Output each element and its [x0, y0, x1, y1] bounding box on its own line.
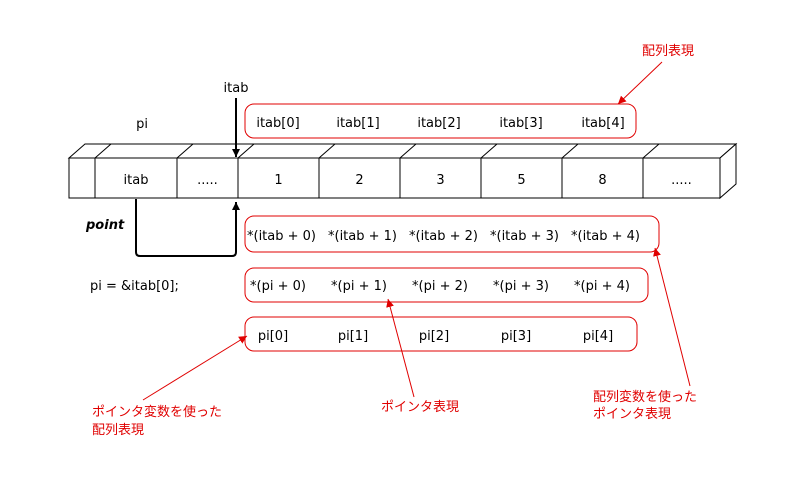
pi-ptr-expr-item: *(pi + 0) [250, 279, 306, 294]
pi-ptr-expr-item: *(pi + 1) [331, 279, 387, 294]
pi-array-expr-row: pi[0] pi[1] pi[2] pi[3] pi[4] [258, 329, 613, 344]
array-cell-top-divider [399, 143, 417, 159]
array-side-face [719, 142, 737, 200]
array-front-face [68, 157, 721, 199]
array-expr-item: itab[2] [417, 116, 460, 131]
array-cell-dividers [94, 143, 660, 198]
array-cell-top-divider [237, 143, 255, 159]
array-cell-values: itab..... 1 2 3 5 8..... [124, 173, 692, 188]
array-cell-value: 5 [517, 173, 525, 188]
array-cell-top-divider [480, 143, 498, 159]
array-cell-value: itab [124, 173, 149, 188]
array-expr-item: itab[0] [256, 116, 299, 131]
array-cell-top-divider [561, 143, 579, 159]
array-cell-value: 1 [274, 173, 282, 188]
array-expr-item: itab[3] [499, 116, 542, 131]
pi-ptr-expr-row: *(pi + 0) *(pi + 1) *(pi + 2) *(pi + 3) *(pi… [250, 279, 630, 294]
itab-ptr-expr-row: *(itab + 0) *(itab + 1) *(itab + 2) *(itab … [247, 229, 640, 244]
array-notation-arrow [617, 61, 663, 105]
pi-label: pi [136, 117, 148, 132]
pi-array-expr-item: pi[2] [419, 329, 449, 344]
itab-ptr-expr-item: *(itab + 4) [571, 229, 640, 244]
point-label: point [85, 218, 125, 233]
array-cell-top-divider [94, 143, 112, 159]
itab-ptr-expr-item: *(itab + 3) [490, 229, 559, 244]
point-pointer-line [135, 199, 240, 257]
pi-array-expr-item: pi[4] [583, 329, 613, 344]
pi-ptr-expr-item: *(pi + 2) [412, 279, 468, 294]
array-cell-top-divider [176, 143, 194, 159]
array-expr-row: itab[0] itab[1] itab[2] itab[3] itab[4] [256, 116, 624, 131]
array-expr-item: itab[1] [336, 116, 379, 131]
pi-ptr-expr-box [244, 267, 649, 303]
itab-ptr-expr-item: *(itab + 0) [247, 229, 316, 244]
array-expr-item: itab[4] [581, 116, 624, 131]
array-var-ptr-arrow [653, 247, 691, 387]
array-cell-top-divider [318, 143, 336, 159]
array-cell-value: ..... [671, 173, 692, 188]
pi-array-expr-item: pi[1] [338, 329, 368, 344]
assignment-statement: pi = &itab[0]; [90, 279, 179, 294]
itab-ptr-expr-item: *(itab + 1) [328, 229, 397, 244]
pi-array-expr-item: pi[0] [258, 329, 288, 344]
pi-ptr-expr-item: *(pi + 3) [493, 279, 549, 294]
array-notation-label: 配列表現 [642, 44, 694, 59]
memory-array [67, 142, 738, 200]
array-cell-value: 3 [436, 173, 444, 188]
array-var-ptr-label-line1: 配列変数を使った [593, 389, 697, 405]
pi-array-expr-box [244, 316, 638, 352]
itab-ptr-expr-item: *(itab + 2) [409, 229, 478, 244]
itab-label: itab [224, 81, 249, 96]
ptr-var-array-label-line2: 配列表現 [92, 423, 144, 438]
pi-array-expr-item: pi[3] [501, 329, 531, 344]
array-var-ptr-label-line2: ポインタ表現 [593, 407, 671, 422]
array-cell-value: ..... [197, 173, 218, 188]
pi-ptr-expr-item: *(pi + 4) [574, 279, 630, 294]
array-expr-box [244, 103, 637, 139]
array-cell-top-divider [642, 143, 660, 159]
pointer-notation-arrow [386, 298, 415, 398]
array-cell-value: 2 [355, 173, 363, 188]
itab-ptr-expr-box [244, 215, 660, 253]
array-cell-value: 8 [598, 173, 606, 188]
pointer-notation-label: ポインタ表現 [381, 400, 459, 415]
ptr-var-array-arrow [142, 335, 248, 401]
ptr-var-array-label-line1: ポインタ変数を使った [92, 404, 222, 420]
